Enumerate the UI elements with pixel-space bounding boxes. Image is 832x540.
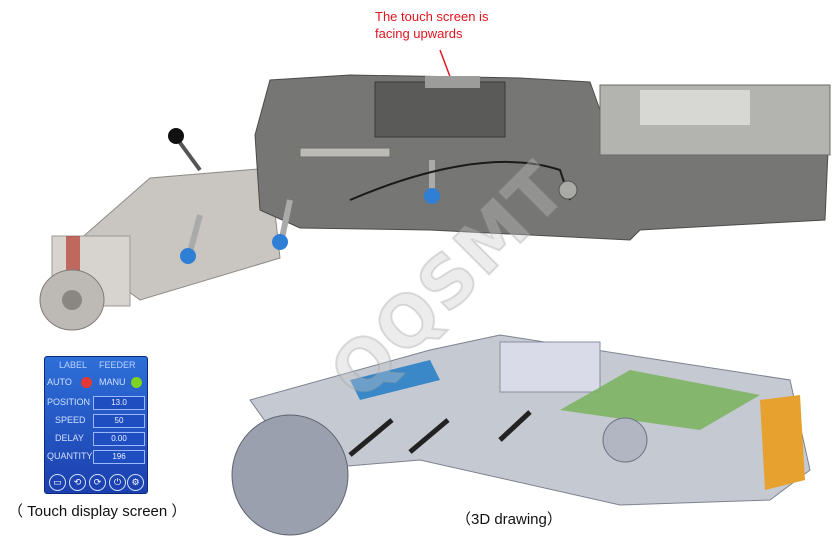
mode-auto-label: AUTO: [47, 377, 72, 387]
lever: [176, 138, 202, 172]
delay-value[interactable]: 0.00: [93, 432, 145, 446]
drawing-screen-box: [499, 341, 601, 393]
drawing-peg-3: [498, 410, 532, 442]
manu-indicator[interactable]: [131, 377, 142, 388]
row-label: SPEED: [55, 415, 86, 425]
screen-cover: [425, 76, 480, 88]
arrow-right-icon[interactable]: ⟳: [89, 474, 106, 491]
cable: [349, 160, 571, 201]
feed-plate: [640, 90, 750, 125]
auto-indicator[interactable]: [81, 377, 92, 388]
peg-cap-3: [424, 188, 440, 204]
gear-icon[interactable]: ⚙: [127, 474, 144, 491]
mode-manu-label: MANU: [99, 377, 126, 387]
lever-knob: [168, 128, 184, 144]
header-label: LABEL: [59, 360, 88, 370]
peg-2: [279, 199, 293, 239]
power-icon[interactable]: ⏻: [109, 474, 126, 491]
header-feeder: FEEDER: [99, 360, 136, 370]
screen-housing: [374, 81, 506, 138]
row-label: POSITION: [47, 397, 91, 407]
quantity-value[interactable]: 196: [93, 450, 145, 464]
drawing-connector: [760, 395, 805, 490]
peg-1: [187, 214, 203, 253]
row-label: DELAY: [55, 433, 84, 443]
peg-cap-2: [272, 234, 288, 250]
drawing-tape: [560, 370, 760, 430]
touch-display-caption: （ Touch display screen ）: [8, 503, 187, 520]
row-label: QUANTITY: [47, 451, 93, 461]
position-value[interactable]: 13.0: [93, 396, 145, 410]
speed-value[interactable]: 50: [93, 414, 145, 428]
annotation-line-1: The touch screen is: [375, 9, 489, 24]
drawing-peg-1: [348, 418, 394, 457]
roller: [558, 180, 578, 200]
peg-cap-1: [180, 248, 196, 264]
reel-hub: [62, 290, 82, 310]
arrow-left-icon[interactable]: ⟲: [69, 474, 86, 491]
spring: [299, 147, 391, 158]
monitor-icon[interactable]: ▭: [49, 474, 66, 491]
drawing-peg-2: [408, 418, 450, 454]
annotation-line-2: facing upwards: [375, 26, 463, 41]
annotation-text: The touch screen is facing upwards: [375, 8, 515, 42]
drawing-lever: [350, 360, 440, 400]
touch-display: LABEL FEEDER AUTO MANU POSITION 13.0 SPE…: [44, 356, 148, 494]
drawing-caption: （3D drawing）: [456, 511, 562, 528]
drawing-reel: [231, 414, 349, 536]
drawing-wheel: [602, 417, 648, 463]
